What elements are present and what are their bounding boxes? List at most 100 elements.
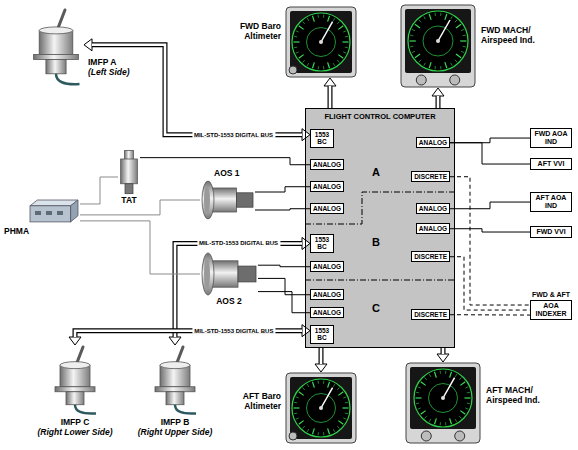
dial-ring <box>429 384 458 413</box>
dial-tick <box>323 66 324 69</box>
signal-wire <box>258 265 310 267</box>
dial-tick <box>410 40 416 41</box>
dial-tick <box>299 26 304 30</box>
probe-flange <box>34 54 79 59</box>
dial-tick <box>421 382 426 386</box>
dial-tick <box>294 36 297 38</box>
connector-group <box>450 202 530 209</box>
digital-bus <box>175 243 302 337</box>
probe-neck <box>66 392 84 405</box>
dial-ring <box>307 394 336 423</box>
illustration <box>150 345 200 417</box>
digital-bus <box>328 86 333 108</box>
label-group: AOS 1 <box>214 169 254 179</box>
aos-face <box>204 186 210 214</box>
part-label: AFT MACH/ Airspeed Ind. <box>486 386 558 405</box>
dial-tick <box>418 387 421 388</box>
channel-box: ANALOG <box>416 223 450 234</box>
dial-tick <box>312 62 314 68</box>
dial-tick <box>418 408 421 409</box>
dial-tick <box>455 60 457 62</box>
dial-tick <box>294 402 297 404</box>
dial-tick <box>425 378 427 380</box>
knob <box>289 432 297 440</box>
box-label: 1553 BC <box>313 131 331 146</box>
dial-tick <box>450 418 452 424</box>
dial-tick <box>410 46 413 48</box>
connector-group <box>450 257 530 310</box>
indicator-heading: FWD & AFT <box>519 291 578 299</box>
box-label: DISCRETE <box>414 253 447 260</box>
illustration <box>200 180 255 220</box>
signal-wire <box>255 187 310 192</box>
signal-wire <box>80 200 200 215</box>
channel-box: ANALOG <box>416 203 450 214</box>
dial-tick <box>421 411 426 415</box>
channel-divider <box>305 192 455 280</box>
part-label: FWD Baro Altimeter <box>227 22 281 41</box>
dial-tick <box>425 416 427 418</box>
part-label: IMFP A <box>88 58 162 68</box>
tat-connector <box>125 184 133 194</box>
label-group: FWD MACH/ Airspeed Ind. <box>481 26 553 45</box>
bezel <box>406 363 480 443</box>
box-label: ANALOG <box>419 225 447 232</box>
connector-group <box>255 187 310 192</box>
illustration <box>285 372 357 444</box>
imfp-probe: IMFP B(Right Upper Side) <box>150 345 200 417</box>
probe-neck <box>46 59 66 73</box>
dial-tick <box>337 388 339 390</box>
dial-tick <box>345 47 348 49</box>
knob <box>421 431 431 441</box>
signal-wire <box>258 292 310 313</box>
dial-tick <box>296 418 299 419</box>
digital-bus <box>319 348 324 364</box>
imfp-probe: IMFP C(Right Lower Side) <box>50 345 100 417</box>
part-label: IMFP C <box>20 418 130 428</box>
dial-tick <box>294 413 297 415</box>
part-label: FWD MACH/ Airspeed Ind. <box>481 26 553 45</box>
connector-group <box>450 177 530 305</box>
signal-wire <box>450 143 530 164</box>
aos-face <box>204 258 210 290</box>
screen <box>290 11 352 73</box>
needle-hub <box>436 39 440 43</box>
channel-box: DISCRETE <box>411 171 450 182</box>
needle <box>321 388 333 408</box>
channel-box: DISCRETE <box>411 309 450 320</box>
dial-tick <box>467 392 470 394</box>
dial-tick <box>445 62 447 68</box>
part-label: TAT <box>110 196 148 206</box>
digital-bus <box>436 96 441 108</box>
computer-box: 1553 BCANALOGANALOGANALOGANALOGDISCRETEA… <box>305 108 455 348</box>
channel-box: ANALOG <box>310 307 344 318</box>
bus-core <box>320 348 323 364</box>
indicator-box: AFT VVI <box>530 158 572 170</box>
box-label: ANALOG <box>313 309 341 316</box>
dial-tick <box>294 47 297 49</box>
probe-top <box>160 362 190 369</box>
label-group: AFT MACH/ Airspeed Ind. <box>486 386 558 405</box>
signal-wire <box>80 221 200 274</box>
dial-tick <box>429 62 431 68</box>
signal-wire <box>450 257 530 310</box>
bus-label: MIL-STD-1553 DIGITAL BUS <box>192 131 275 138</box>
bus-label: MIL-STD-1553 DIGITAL BUS <box>192 327 275 334</box>
channel-letter: B <box>372 237 380 248</box>
indicator-box: FWD VVI <box>530 226 572 238</box>
connector-group <box>321 348 322 364</box>
indicator-box: FWD & AFTAOA INDEXER <box>530 300 572 320</box>
dial-tick <box>342 407 348 408</box>
phma-port <box>46 211 52 215</box>
channel-box: 1553 BC <box>310 325 334 344</box>
connectors <box>75 45 530 364</box>
part-label: AFT Baro Altimeter <box>227 392 281 411</box>
part-label: IMFP B <box>120 418 230 428</box>
dial-tick <box>328 428 330 434</box>
dial-tick <box>303 388 305 390</box>
dial-tick <box>459 378 461 380</box>
dial-face <box>292 379 350 437</box>
dial-tick <box>333 18 335 21</box>
channel-box: ANALOG <box>310 289 344 300</box>
